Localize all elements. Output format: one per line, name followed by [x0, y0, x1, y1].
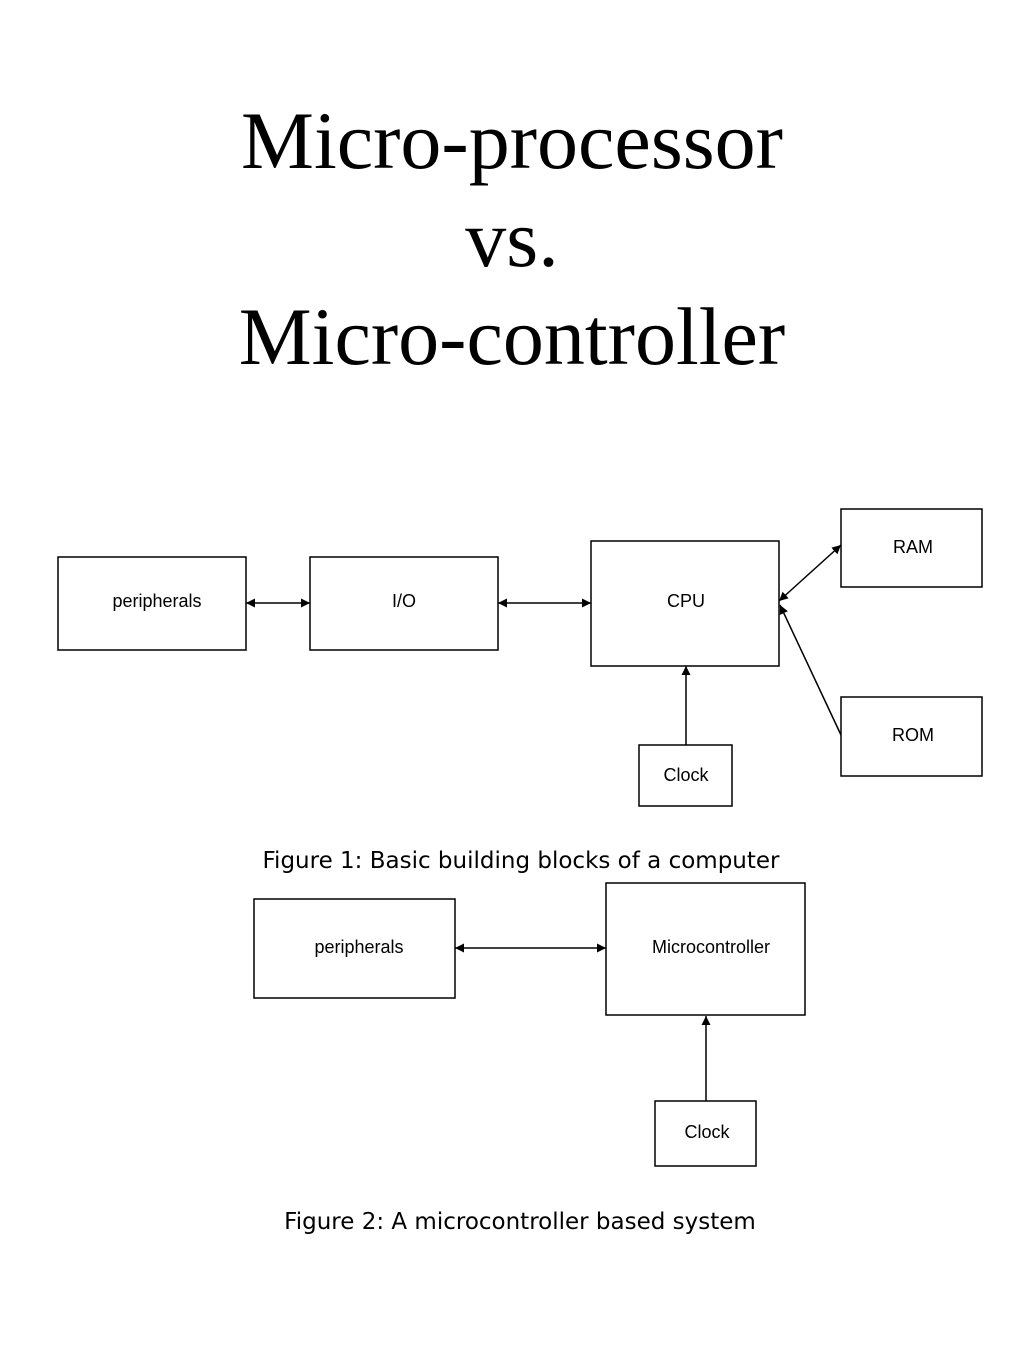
io-label: I/O — [392, 591, 416, 611]
figure-1: peripherals I/O CPU RAM ROM Clock Figure… — [57, 508, 983, 874]
title-line-1: Micro-processor — [241, 95, 783, 186]
page-title: Micro-processor vs. Micro-controller — [0, 92, 1024, 386]
microcontroller-label: Microcontroller — [652, 937, 770, 957]
figure-2: peripherals Microcontroller Clock Figure… — [253, 882, 806, 1235]
io-box: I/O — [309, 556, 499, 651]
cpu-box: CPU — [590, 540, 780, 667]
rom-label: ROM — [892, 725, 934, 745]
figure-1-caption: Figure 1: Basic building blocks of a com… — [263, 848, 781, 874]
connector-rom-cpu — [779, 604, 842, 736]
ram-label: RAM — [893, 537, 933, 557]
clock-label: Clock — [663, 765, 709, 785]
peripherals-label: peripherals — [112, 591, 201, 611]
title-line-3: Micro-controller — [238, 291, 786, 382]
peripherals-label-2: peripherals — [314, 937, 403, 957]
clock-label-2: Clock — [684, 1122, 730, 1142]
title-line-2: vs. — [465, 193, 559, 284]
figure-2-caption: Figure 2: A microcontroller based system — [284, 1209, 756, 1235]
microcontroller-box: Microcontroller — [605, 882, 806, 1016]
ram-box: RAM — [840, 508, 983, 588]
rom-box: ROM — [840, 696, 983, 777]
clock-box-2: Clock — [654, 1100, 757, 1167]
clock-box: Clock — [638, 744, 733, 807]
connector-cpu-ram — [778, 544, 842, 602]
peripherals-box-2: peripherals — [253, 898, 456, 999]
cpu-label: CPU — [667, 591, 705, 611]
peripherals-box: peripherals — [57, 556, 247, 651]
